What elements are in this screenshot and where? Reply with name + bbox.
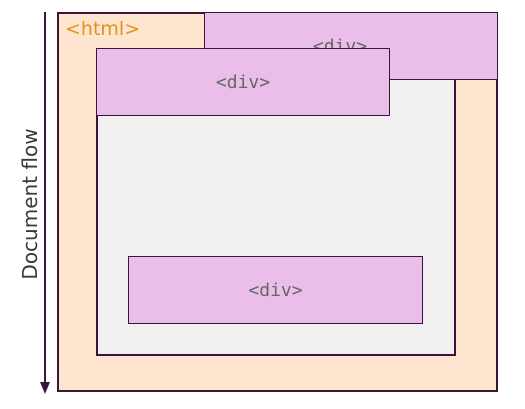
document-flow-arrow: [40, 12, 50, 394]
html-element-label: <html>: [65, 18, 141, 40]
top-div-box: <div>: [96, 48, 390, 116]
top-div-label: <div>: [215, 71, 271, 93]
bottom-div-label: <div>: [248, 279, 303, 301]
bottom-div-box: <div>: [128, 256, 423, 324]
document-flow-label: Document flow: [18, 128, 42, 280]
